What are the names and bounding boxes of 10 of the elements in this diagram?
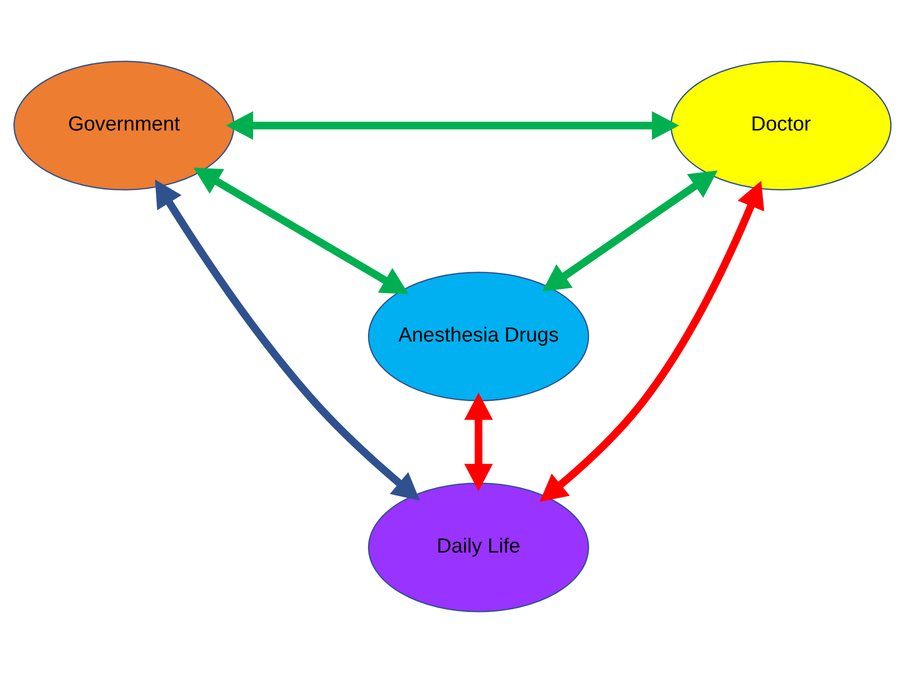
arrow [539, 180, 764, 502]
arrow [192, 168, 408, 294]
node-ellipse: Doctor [670, 60, 892, 190]
arrow [542, 170, 718, 292]
node-ellipse: Government [12, 60, 234, 190]
arrow [464, 392, 492, 492]
node-ellipse: Daily Life [368, 482, 589, 612]
arrow [225, 111, 679, 140]
arrow [154, 180, 420, 501]
node-ellipse: Anesthesia Drugs [368, 272, 589, 402]
